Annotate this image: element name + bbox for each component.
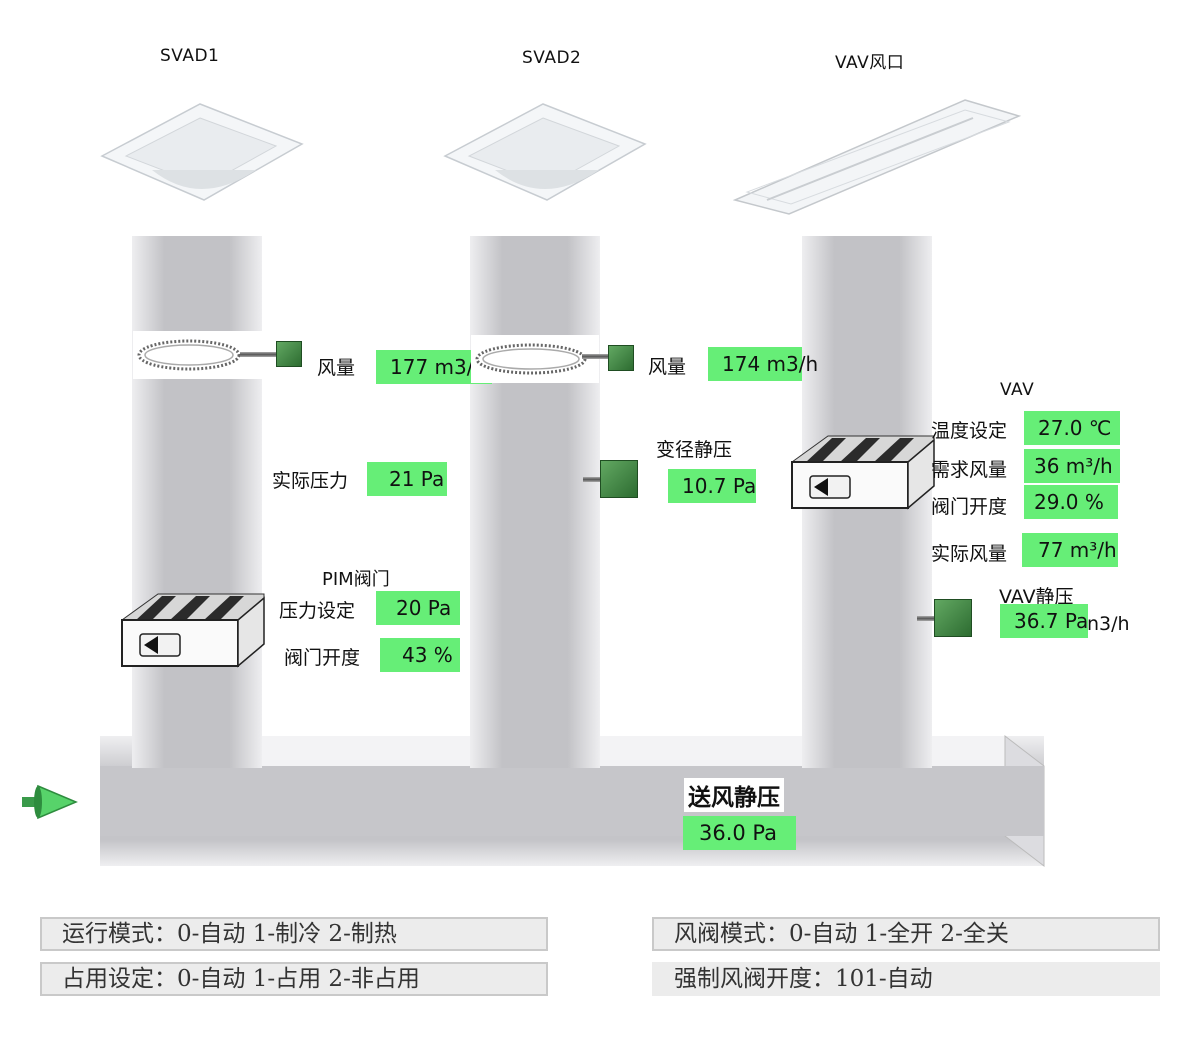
svad1-title: SVAD1 xyxy=(160,46,220,66)
svad1-airflow-transmitter-icon xyxy=(276,341,302,367)
branch-duct-svad2 xyxy=(470,236,600,768)
vav-outlet-title: VAV风口 xyxy=(835,53,905,73)
vav-damper-open-label: 阀门开度 xyxy=(931,496,1008,518)
svad1-actual-pressure-label: 实际压力 xyxy=(272,470,349,492)
supply-static-label: 送风静压 xyxy=(684,778,784,812)
vav-damper-open-value[interactable]: 29.0 % xyxy=(1024,485,1118,519)
pim-damper-title: PIM阀门 xyxy=(322,569,390,590)
svad2-airflow-value[interactable]: 174 m3/h xyxy=(708,347,818,381)
legend-occupancy: 占用设定：0-自动 1-占用 2-非占用 xyxy=(40,962,548,996)
svad1-actual-pressure-value[interactable]: 21 Pa xyxy=(367,462,447,496)
vav-damper-icon xyxy=(791,435,935,510)
branch-static-label: 变径静压 xyxy=(656,439,733,461)
branch-duct-svad1 xyxy=(132,236,262,768)
vav-actual-airflow-label: 实际风量 xyxy=(931,543,1008,565)
pim-damper-open-value[interactable]: 43 % xyxy=(380,638,460,672)
supply-static-value[interactable]: 36.0 Pa xyxy=(683,816,796,850)
svad2-airflow-label: 风量 xyxy=(648,356,687,378)
vav-actual-airflow-value[interactable]: 77 m³/h xyxy=(1022,533,1118,567)
legend-run-mode: 运行模式：0-自动 1-制冷 2-制热 xyxy=(40,917,548,951)
vav-static-transmitter-icon xyxy=(934,599,972,637)
legend-damper-mode: 风阀模式：0-自动 1-全开 2-全关 xyxy=(652,917,1160,951)
pim-pressure-setpoint-value[interactable]: 20 Pa xyxy=(376,591,460,625)
branch-static-sensor-rod xyxy=(583,477,603,482)
svad1-airflow-label: 风量 xyxy=(317,357,356,379)
vav-static-value[interactable]: 36.7 Pa xyxy=(1000,604,1088,638)
svad2-title: SVAD2 xyxy=(522,48,582,68)
vav-demand-airflow-label: 需求风量 xyxy=(931,459,1008,481)
vav-static-label: VAV静压 xyxy=(999,586,1074,608)
svad1-diffuser-icon xyxy=(100,103,304,201)
pim-damper-icon xyxy=(121,593,265,668)
vav-temp-setpoint-value[interactable]: 27.0 ℃ xyxy=(1024,411,1120,445)
svad2-diffuser-icon xyxy=(443,103,647,201)
legend-forced-damper: 强制风阀开度：101-自动 xyxy=(652,962,1160,996)
vav-demand-airflow-value[interactable]: 36 m³/h xyxy=(1024,449,1120,483)
supply-fan-inlet-icon xyxy=(22,784,78,820)
pim-damper-open-label: 阀门开度 xyxy=(284,647,361,669)
branch-static-value[interactable]: 10.7 Pa xyxy=(668,469,756,503)
vav-static-unit-tail: n3/h xyxy=(1087,613,1130,635)
branch-static-transmitter-icon xyxy=(600,460,638,498)
svad1-sensor-rod xyxy=(240,352,278,357)
vav-static-sensor-rod xyxy=(917,616,937,621)
svad2-airflow-transmitter-icon xyxy=(608,345,634,371)
vav-linear-diffuser-icon xyxy=(733,99,1022,215)
vav-temp-setpoint-label: 温度设定 xyxy=(931,420,1008,442)
vav-title: VAV xyxy=(1000,380,1035,400)
pim-pressure-setpoint-label: 压力设定 xyxy=(279,600,356,622)
svad2-airflow-ring-icon xyxy=(471,335,599,383)
svad2-sensor-rod xyxy=(582,354,612,359)
